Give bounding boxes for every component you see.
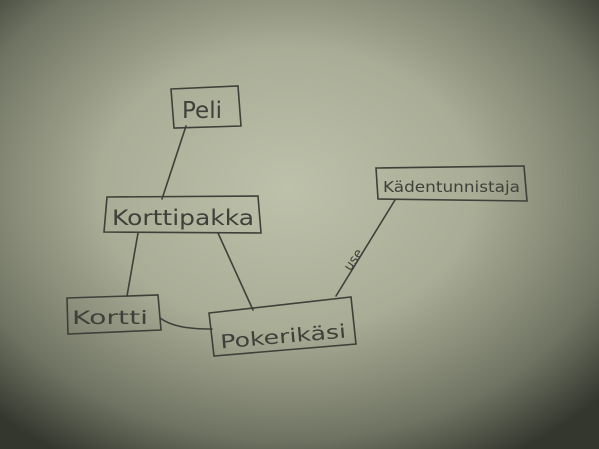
edge-kortti-pokerikasi xyxy=(159,317,213,330)
edge-korttipakka-pokerikasi xyxy=(217,232,254,311)
node-korttipakka: Korttipakka xyxy=(103,195,262,234)
node-korttipakka-box xyxy=(103,195,262,234)
node-peli-label: Peli xyxy=(182,98,222,124)
edge-pokerikasi-kadentunnistaja xyxy=(335,199,396,297)
edge-korttipakka-kortti xyxy=(126,232,139,297)
diagram-nodes: Peli Korttipakka Kortti Pokerikäsi Käden… xyxy=(66,85,528,357)
diagram-edges xyxy=(126,125,396,330)
node-kadentunnistaja-box xyxy=(375,165,528,202)
node-kadentunnistaja-label: Kädentunnistaja xyxy=(383,178,520,196)
edge-peli-korttipakka xyxy=(161,125,187,200)
node-peli-box xyxy=(170,85,242,129)
node-pokerikasi-box xyxy=(208,296,357,357)
node-peli: Peli xyxy=(170,85,242,129)
node-kortti-label: Kortti xyxy=(72,307,148,329)
node-korttipakka-label: Korttipakka xyxy=(112,206,254,230)
node-kortti: Kortti xyxy=(66,294,162,335)
node-kortti-box xyxy=(66,294,162,335)
node-kadentunnistaja: Kädentunnistaja xyxy=(375,165,528,202)
